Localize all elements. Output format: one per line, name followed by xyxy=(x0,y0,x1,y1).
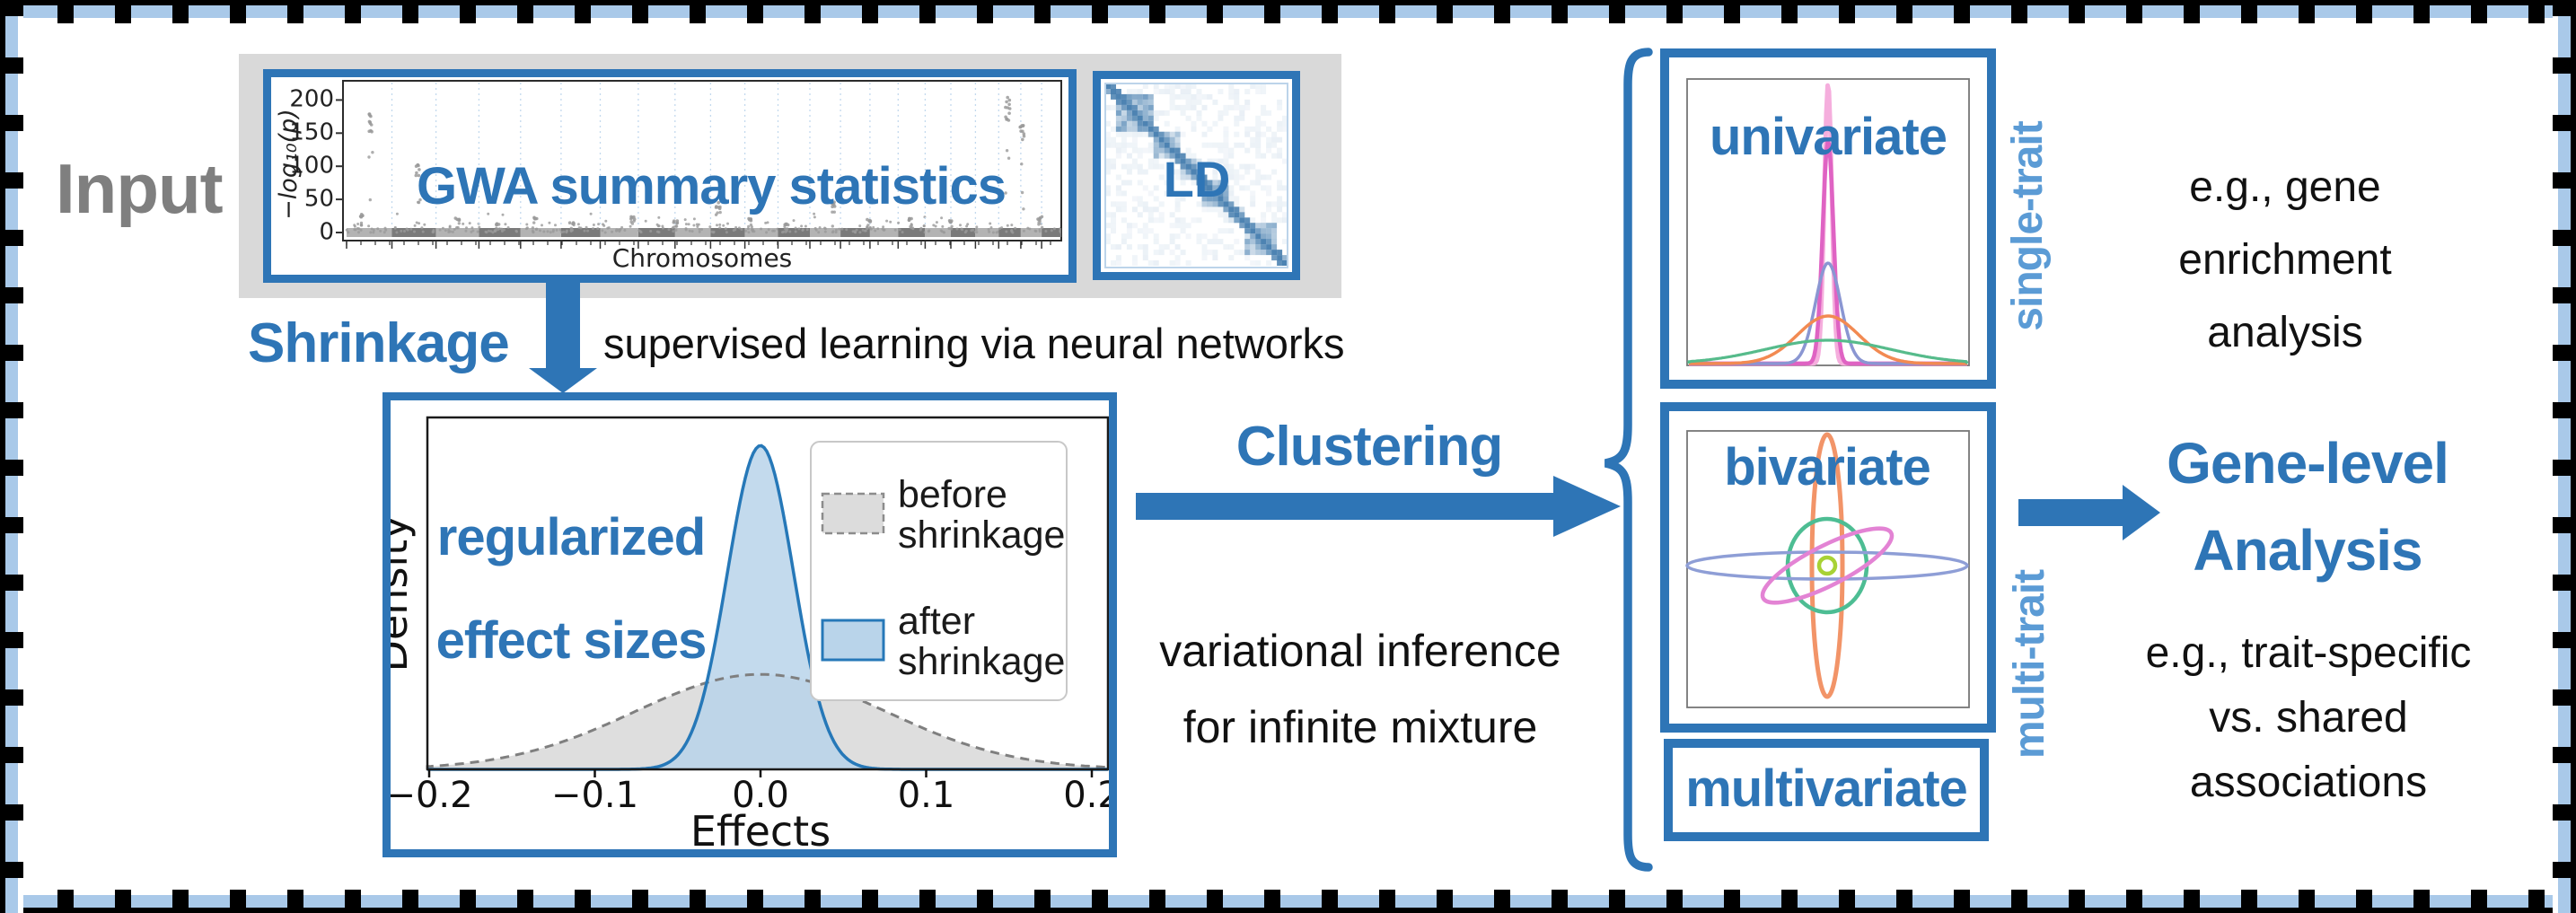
gwa-x-axis-label: Chromosomes xyxy=(612,243,793,273)
effects-xtick-2: 0.0 xyxy=(732,775,789,816)
shrinkage-note: supervised learning via neural networks xyxy=(603,320,1345,367)
univariate-plot: univariate xyxy=(1686,78,1970,366)
density-y-axis-label: Density xyxy=(391,515,417,672)
gene-level-title-line1: Gene-level xyxy=(2167,431,2449,496)
gene-level-arrow xyxy=(2018,485,2160,540)
frame-border-bottom xyxy=(0,890,2576,913)
legend-before-line1: before xyxy=(898,473,1007,516)
single-trait-label: single-trait xyxy=(2004,121,2052,331)
effects-overlay-line1: regularized xyxy=(437,508,705,566)
shrinkage-down-arrow xyxy=(529,282,597,393)
gwa-box: 200 150 100 50 0 −log₁₀(p) Chromosomes G… xyxy=(263,69,1077,283)
effects-x-axis-label: Effects xyxy=(690,807,831,849)
clustering-arrow xyxy=(1136,476,1621,537)
clustering-note: variational inference for infinite mixtu… xyxy=(1131,613,1589,766)
bivariate-label: bivariate xyxy=(1724,438,1930,496)
gwa-y-axis-label: −log₁₀(p) xyxy=(275,109,303,220)
multivariate-label: multivariate xyxy=(1685,759,1968,818)
legend-swatch-after xyxy=(821,619,885,662)
gene-example-bottom-line1: e.g., trait-specific xyxy=(2145,629,2472,677)
legend-swatch-before xyxy=(821,492,885,535)
effects-xtick-0: −0.2 xyxy=(391,775,473,816)
gene-example-bottom: e.g., trait-specific vs. shared associat… xyxy=(2088,621,2529,815)
gwa-ytick-200: 200 xyxy=(289,86,334,113)
gene-example-top: e.g., gene enrichment analysis xyxy=(2132,151,2438,369)
legend-after-line1: after xyxy=(898,600,975,643)
univariate-inner-frame xyxy=(1686,78,1970,366)
frame-border-left xyxy=(0,0,23,913)
univariate-box: univariate xyxy=(1660,48,1996,389)
multi-trait-label: multi-trait xyxy=(2006,569,2053,759)
effects-density-plot: before shrinkage after shrinkage regular… xyxy=(368,416,1121,856)
ld-geometry xyxy=(1105,83,1288,266)
legend-before-line2: shrinkage xyxy=(898,514,1065,557)
ld-inner-border xyxy=(1104,83,1288,268)
effects-box: before shrinkage after shrinkage regular… xyxy=(368,392,1121,857)
ld-heatmap: LD xyxy=(1104,83,1288,268)
gene-example-top-line2: enrichment xyxy=(2178,236,2392,284)
effects-xtick-1: −0.1 xyxy=(551,775,638,816)
output-brace xyxy=(1604,48,1653,872)
clustering-label: Clustering xyxy=(1235,416,1504,478)
ld-box: LD xyxy=(1093,71,1300,280)
frame-border-top xyxy=(0,0,2576,23)
manhattan-plot: 200 150 100 50 0 −log₁₀(p) Chromosomes G… xyxy=(275,80,1062,273)
univariate-geometry xyxy=(1687,83,1969,366)
gene-example-bottom-line3: associations xyxy=(2189,759,2428,806)
gene-level-title-line2: Analysis xyxy=(2193,518,2422,583)
gwa-ytick-50: 50 xyxy=(304,186,334,213)
gwa-overlay-label: GWA summary statistics xyxy=(417,157,1006,215)
gene-example-bottom-line2: vs. shared xyxy=(2209,694,2408,742)
gwa-ytick-150: 150 xyxy=(289,119,334,146)
bivariate-box: bivariate xyxy=(1660,402,1996,733)
effects-overlay-line2: effect sizes xyxy=(436,611,707,670)
bivariate-geometry xyxy=(1685,432,1969,699)
gene-example-top-line3: analysis xyxy=(2207,309,2363,356)
density-geometry xyxy=(426,416,1110,777)
legend-after-line2: shrinkage xyxy=(898,640,1065,683)
manhattan-geometry xyxy=(336,80,1062,249)
bivariate-inner-frame xyxy=(1686,430,1970,708)
gene-level-title: Gene-level Analysis xyxy=(2141,420,2474,594)
shrinkage-label: Shrinkage xyxy=(248,312,510,374)
clustering-note-line2: for infinite mixture xyxy=(1182,702,1538,752)
univariate-label: univariate xyxy=(1710,108,1947,166)
effects-xtick-4: 0.2 xyxy=(1063,775,1109,816)
clustering-note-line1: variational inference xyxy=(1159,626,1561,676)
multivariate-box: multivariate xyxy=(1664,739,1989,841)
input-label: Input xyxy=(56,149,224,228)
ld-label: LD xyxy=(1164,151,1231,207)
effects-xtick-3: 0.1 xyxy=(898,775,955,816)
bivariate-plot: bivariate xyxy=(1685,430,1970,708)
gwa-ytick-100: 100 xyxy=(289,153,334,180)
gene-example-top-line1: e.g., gene xyxy=(2189,163,2381,211)
frame-border-right xyxy=(2553,0,2576,913)
gwa-ytick-0: 0 xyxy=(319,219,334,246)
